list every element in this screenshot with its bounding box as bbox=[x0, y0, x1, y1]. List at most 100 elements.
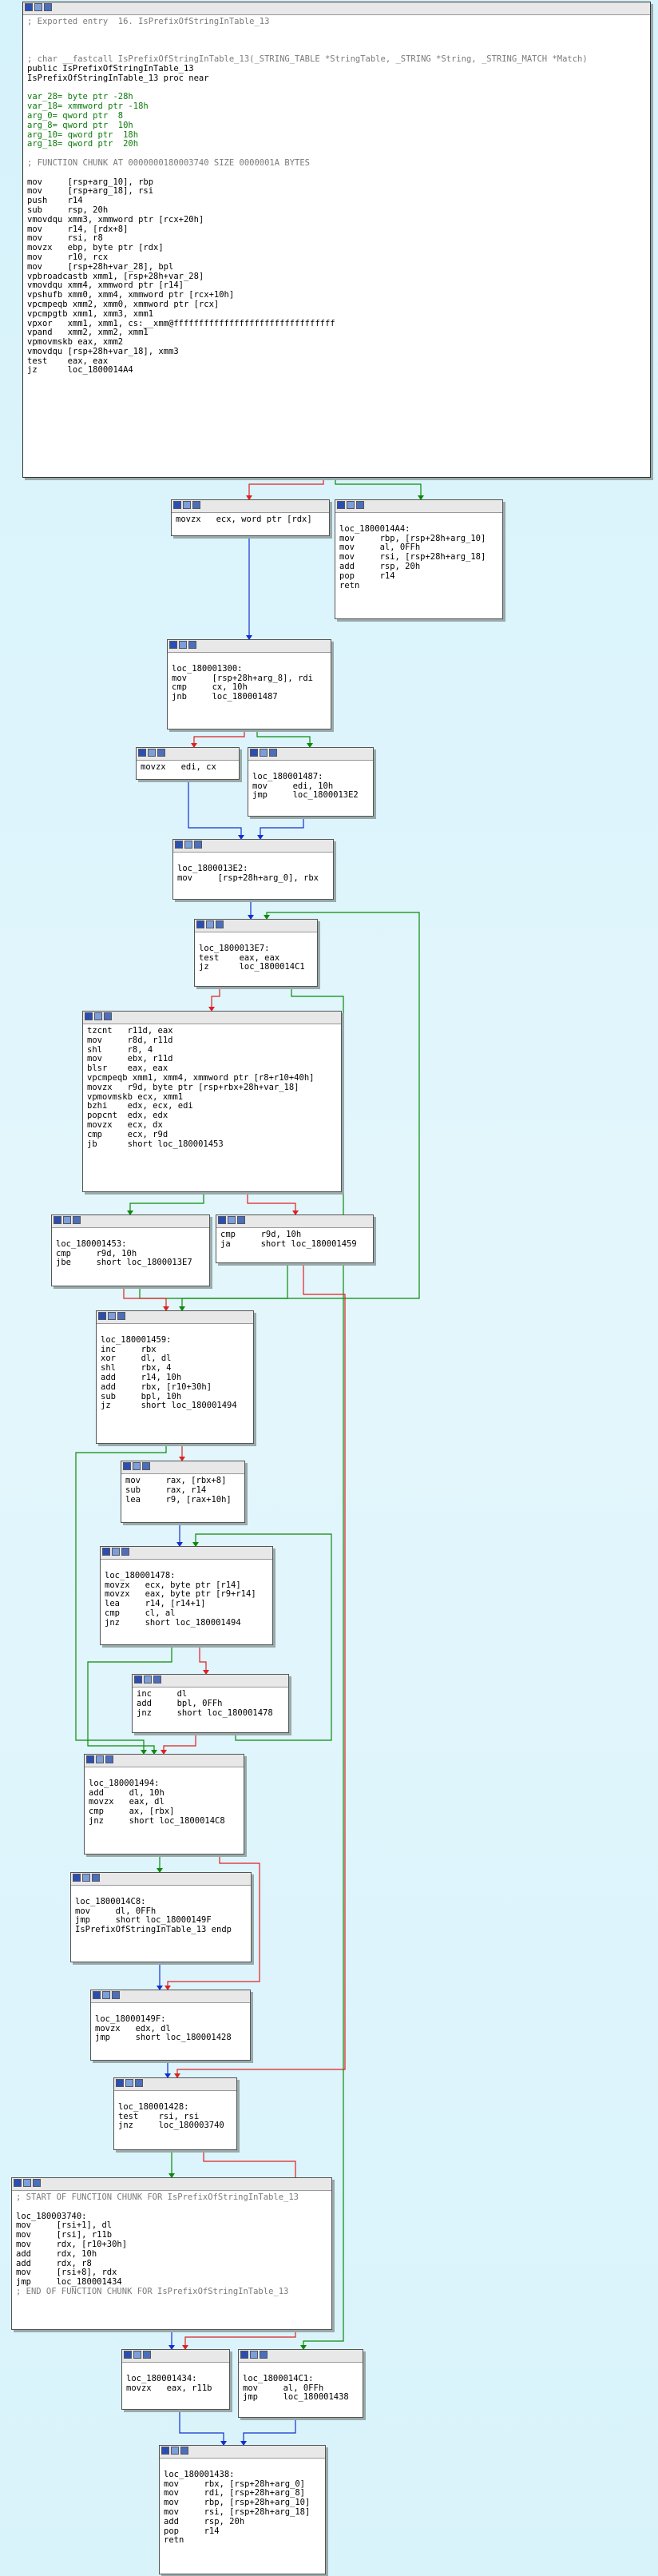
asm-line[interactable]: retn bbox=[164, 2535, 184, 2546]
block-loc-180001478[interactable]: loc_180001478:movzx ecx, byte ptr [r14]m… bbox=[100, 1546, 273, 1645]
asm-line[interactable]: add bpl, 0FFh bbox=[137, 1698, 223, 1708]
color-icon[interactable] bbox=[169, 641, 177, 649]
color-icon[interactable] bbox=[86, 1755, 94, 1763]
color-icon[interactable] bbox=[161, 2447, 169, 2455]
asm-line[interactable]: mov ebx, r11d bbox=[87, 1054, 173, 1064]
node-toolbar[interactable] bbox=[168, 640, 331, 653]
node-toolbar[interactable] bbox=[71, 1873, 251, 1886]
asm-line[interactable]: vpbroadcastb xmm1, [rsp+28h+var_28] bbox=[27, 271, 204, 281]
color-icon[interactable] bbox=[337, 501, 345, 509]
text-view-icon[interactable] bbox=[104, 1012, 112, 1020]
node-toolbar[interactable] bbox=[137, 748, 239, 761]
asm-line[interactable]: mov [rsp+28h+arg_0], rbx bbox=[177, 873, 319, 883]
asm-line[interactable]: cmp cx, 10h bbox=[172, 682, 248, 693]
text-view-icon[interactable] bbox=[192, 501, 200, 509]
asm-line[interactable]: vpmovmskb eax, xmm2 bbox=[27, 337, 124, 348]
block-movzx-ecx[interactable]: movzx ecx, word ptr [rdx] bbox=[171, 499, 330, 536]
asm-line[interactable]: sub rsp, 20h bbox=[27, 205, 109, 215]
block-loc-1800014A4[interactable]: loc_1800014A4:mov rbp, [rsp+28h+arg_10]m… bbox=[335, 499, 503, 619]
asm-line[interactable]: pop r14 bbox=[164, 2526, 220, 2536]
asm-line[interactable]: loc_1800013E7: bbox=[199, 943, 270, 953]
asm-line[interactable]: ja short loc_180001459 bbox=[220, 1238, 357, 1249]
asm-line[interactable]: mov rsi, [rsp+28h+arg_18] bbox=[164, 2506, 311, 2517]
text-view-icon[interactable] bbox=[237, 1216, 245, 1224]
asm-line[interactable]: sub rax, r14 bbox=[125, 1485, 207, 1495]
asm-line[interactable]: bzhi edx, ecx, edi bbox=[87, 1101, 193, 1111]
asm-line[interactable]: arg_10= qword ptr 18h bbox=[27, 129, 139, 140]
asm-line[interactable]: var_18= xmmword ptr -18h bbox=[27, 101, 149, 112]
asm-line[interactable]: inc dl bbox=[137, 1689, 188, 1699]
graph-icon[interactable] bbox=[63, 1216, 71, 1224]
asm-line[interactable]: vmovdqu xmm3, xmmword ptr [rcx+20h] bbox=[27, 214, 204, 225]
asm-line[interactable]: loc_18000149F: bbox=[95, 2013, 166, 2024]
node-toolbar[interactable] bbox=[114, 2078, 236, 2091]
asm-line[interactable]: var_28= byte ptr -28h bbox=[27, 92, 133, 102]
text-view-icon[interactable] bbox=[135, 2079, 143, 2087]
color-icon[interactable] bbox=[173, 501, 181, 509]
asm-line[interactable]: pop r14 bbox=[339, 570, 395, 581]
asm-line[interactable]: movzx eax, byte ptr [r9+r14] bbox=[105, 1589, 256, 1600]
color-icon[interactable] bbox=[138, 749, 146, 757]
asm-line[interactable]: mov [rsi+8], rdx bbox=[16, 2268, 117, 2278]
asm-line[interactable]: jmp loc_1800013E2 bbox=[252, 790, 359, 801]
asm-line[interactable]: movzx eax, r11b bbox=[126, 2383, 212, 2393]
asm-line[interactable]: loc_180001453: bbox=[56, 1238, 127, 1249]
asm-line[interactable]: mov rsi, r8 bbox=[27, 233, 103, 244]
asm-line[interactable]: mov [rsp+28h+var_28], bpl bbox=[27, 261, 174, 272]
text-view-icon[interactable] bbox=[105, 1755, 113, 1763]
asm-line[interactable]: vpxor xmm1, xmm1, cs:__xmm@fffffffffffff… bbox=[27, 318, 335, 328]
asm-line[interactable]: mov [rsi+1], dl bbox=[16, 2220, 113, 2231]
text-view-icon[interactable] bbox=[73, 1216, 81, 1224]
color-icon[interactable] bbox=[102, 1548, 110, 1556]
asm-line[interactable]: jb short loc_180001453 bbox=[87, 1139, 224, 1149]
text-view-icon[interactable] bbox=[121, 1548, 129, 1556]
asm-line[interactable]: jnz loc_180003740 bbox=[118, 2121, 224, 2131]
node-toolbar[interactable] bbox=[173, 840, 333, 853]
asm-line[interactable]: ; START OF FUNCTION CHUNK FOR IsPrefixOf… bbox=[16, 2192, 299, 2202]
text-view-icon[interactable] bbox=[112, 1991, 120, 1999]
asm-line[interactable]: mov rbp, [rsp+28h+arg_10] bbox=[339, 533, 486, 543]
asm-line[interactable] bbox=[27, 27, 646, 37]
asm-line[interactable]: mov [rsp+28h+arg_8], rdi bbox=[172, 673, 314, 683]
asm-line[interactable]: arg_0= qword ptr 8 bbox=[27, 110, 124, 121]
asm-line[interactable]: movzx r9d, byte ptr [rsp+rbx+28h+var_18] bbox=[87, 1082, 299, 1092]
graph-icon[interactable] bbox=[96, 1755, 104, 1763]
asm-line[interactable]: movzx ebp, byte ptr [rdx] bbox=[27, 243, 164, 253]
asm-line[interactable]: vpcmpeqb xmm1, xmm4, xmmword ptr [r8+r10… bbox=[87, 1072, 315, 1083]
asm-line[interactable]: vpand xmm2, xmm2, xmm1 bbox=[27, 328, 149, 338]
asm-line[interactable]: add rdx, 10h bbox=[16, 2248, 97, 2259]
asm-line[interactable]: tzcnt r11d, eax bbox=[87, 1026, 173, 1036]
asm-line[interactable]: mov rdx, [r10+30h] bbox=[16, 2239, 128, 2249]
node-toolbar[interactable] bbox=[91, 1990, 250, 2003]
graph-icon[interactable] bbox=[133, 2351, 141, 2359]
asm-line[interactable]: add rsp, 20h bbox=[164, 2516, 245, 2526]
asm-line[interactable]: jz loc_1800014C1 bbox=[199, 962, 305, 972]
asm-line[interactable]: inc rbx bbox=[101, 1344, 157, 1354]
text-view-icon[interactable] bbox=[33, 2179, 41, 2187]
color-icon[interactable] bbox=[134, 1676, 142, 1684]
asm-line[interactable]: mov rbp, [rsp+28h+arg_10] bbox=[164, 2498, 311, 2508]
color-icon[interactable] bbox=[116, 2079, 124, 2087]
color-icon[interactable] bbox=[25, 3, 33, 11]
asm-line[interactable] bbox=[27, 169, 646, 178]
asm-line[interactable]: loc_1800014C8: bbox=[75, 1896, 146, 1906]
asm-line[interactable]: jnz short loc_180001478 bbox=[137, 1707, 273, 1718]
graph-icon[interactable] bbox=[260, 749, 268, 757]
asm-line[interactable]: lea r14, [r14+1] bbox=[105, 1599, 206, 1609]
graph-icon[interactable] bbox=[108, 1312, 116, 1320]
asm-line[interactable]: ; char __fastcall IsPrefixOfStringInTabl… bbox=[27, 54, 588, 65]
asm-line[interactable]: shl rbx, 4 bbox=[101, 1363, 172, 1373]
asm-line[interactable]: loc_1800014A4: bbox=[339, 523, 410, 534]
asm-line[interactable]: mov r10, rcx bbox=[27, 252, 109, 262]
asm-line[interactable]: jmp loc_180001434 bbox=[16, 2277, 122, 2288]
asm-line[interactable]: jz short loc_180001494 bbox=[101, 1401, 237, 1411]
text-view-icon[interactable] bbox=[356, 501, 364, 509]
asm-line[interactable]: ; Exported entry 16. IsPrefixOfStringInT… bbox=[27, 17, 270, 26]
